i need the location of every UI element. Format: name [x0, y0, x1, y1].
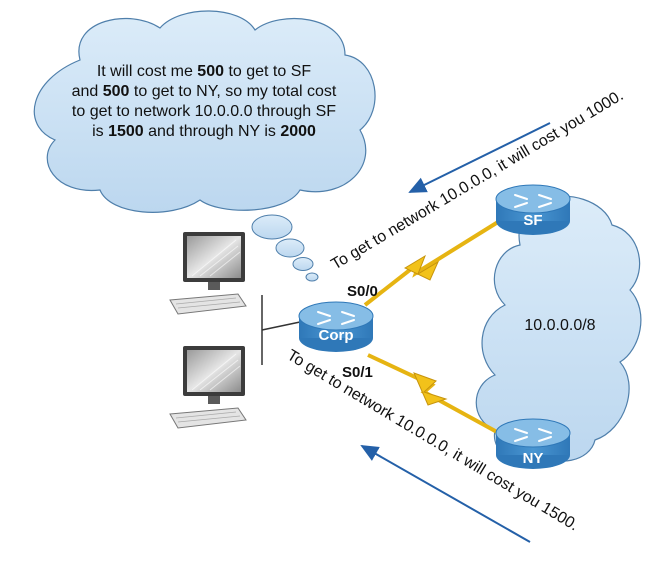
advertisement-arrow-ny	[360, 445, 531, 543]
router-ny-label: NY	[523, 450, 544, 467]
router-sf-label: SF	[523, 212, 542, 229]
thought-line-1-suffix: to get to SF	[224, 63, 312, 80]
thought-cloud	[33, 10, 376, 282]
router-corp-label: Corp	[319, 327, 354, 344]
thought-cost-ny: 500	[102, 83, 130, 100]
serial-link-ny	[367, 353, 498, 434]
thought-line-2-suffix: to get to NY, so my total cost	[129, 83, 337, 100]
interface-s00-label: S0/0	[347, 283, 378, 300]
serial-link-sf	[363, 220, 500, 307]
router-corp: Corp	[298, 301, 374, 352]
thought-line-2: and 500 to get to NY, so my total cost	[64, 82, 344, 102]
pc-bottom	[169, 346, 247, 429]
thought-total-sf: 1500	[108, 123, 144, 140]
network-label: 10.0.0.0/8	[524, 317, 595, 334]
thought-text: It will cost me 500 to get to SF and 500…	[64, 62, 344, 142]
thought-cost-sf: 500	[197, 63, 224, 80]
thought-total-ny: 2000	[280, 123, 316, 140]
router-sf: SF	[495, 184, 571, 235]
advertisement-arrow-sf	[408, 122, 551, 193]
thought-line-1-prefix: It will cost me	[96, 63, 198, 80]
thought-line-4-prefix: is	[92, 123, 109, 140]
lan-segment	[261, 295, 301, 365]
router-ny: NY	[495, 418, 571, 469]
thought-line-4-mid: and through NY is	[143, 123, 281, 140]
thought-line-1: It will cost me 500 to get to SF	[64, 62, 344, 82]
thought-line-3: to get to network 10.0.0.0 through SF	[71, 103, 337, 120]
thought-line-4: is 1500 and through NY is 2000	[64, 122, 344, 142]
thought-line-2-prefix: and	[71, 83, 103, 100]
interface-s01-label: S0/1	[342, 364, 373, 381]
pc-top	[169, 232, 247, 315]
